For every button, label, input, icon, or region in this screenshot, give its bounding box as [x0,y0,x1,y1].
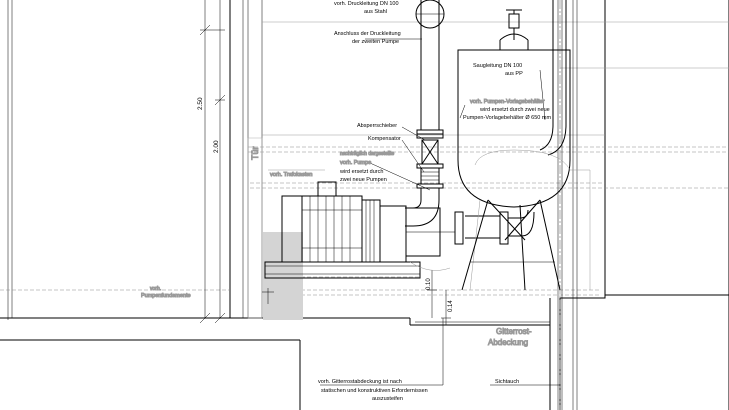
label-vorlage-1: vorh. Pumpen-Vorlagebehälter [470,99,545,105]
dim-010: 0.10 [426,278,432,290]
label-sichtauch: Sichtauch [495,379,519,385]
label-pumpe-3: zwei neue Pumpen [340,177,387,183]
label-anschluss-2: der zweiten Pumpe [352,39,399,45]
label-saugleitung: Saugleitung DN 100 [473,63,522,69]
pressure-pipe [405,0,445,227]
label-tuer: Tür [250,146,260,160]
label-gitterrost-2: Abdeckung [488,338,528,347]
dimension-lines [199,0,451,325]
label-pumpe-2: wird ersetzt durch [339,169,383,175]
label-anschluss-1: Anschluss der Druckleitung [334,31,401,37]
dim-014: 0.14 [448,300,454,312]
dim-250: 2.50 [197,97,204,110]
dim-200: 2.00 [213,140,220,153]
leader-lines [268,38,560,386]
label-vorlage-2: wird ersetzt durch zwei neue [479,107,550,113]
label-absperrschieber: Absperrschieber [357,123,397,129]
label-aus-pp: aus PP [505,71,523,77]
label-vorlage-3: Pumpen-Vorlagebehälter Ø 650 mm [463,115,551,121]
label-pumpenfundament-2: Pumpenfundamente [141,293,191,299]
label-gitter-note-3: auszusteifen [372,396,403,402]
pump-unit [264,181,455,279]
door-zone [247,137,303,320]
label-kompensator: Kompensator [368,136,401,142]
pump-feed-vessel [457,9,591,291]
annotations: vorh. Druckleitung DN 100 aus Stahl Ansc… [141,1,552,402]
label-trafokasten: vorh. Trafokasten [270,172,313,178]
label-nachtraeglich: nachträglich dargestellte [340,151,394,157]
suction-pipe [454,0,578,410]
label-gitter-note-1: vorh. Gitterrostabdeckung ist nach [318,379,402,385]
label-pumpenfundament-1: vorh. [150,286,161,292]
label-gitterrost-1: Gitterrost- [496,327,532,336]
label-aus-stahl: aus Stahl [364,9,387,15]
label-druckleitung: vorh. Druckleitung DN 100 [334,1,399,7]
label-pumpe-1: vorh. Pumpe [340,160,371,166]
label-gitter-note-2: statischen und konstruktiven Erfordernis… [321,388,428,394]
